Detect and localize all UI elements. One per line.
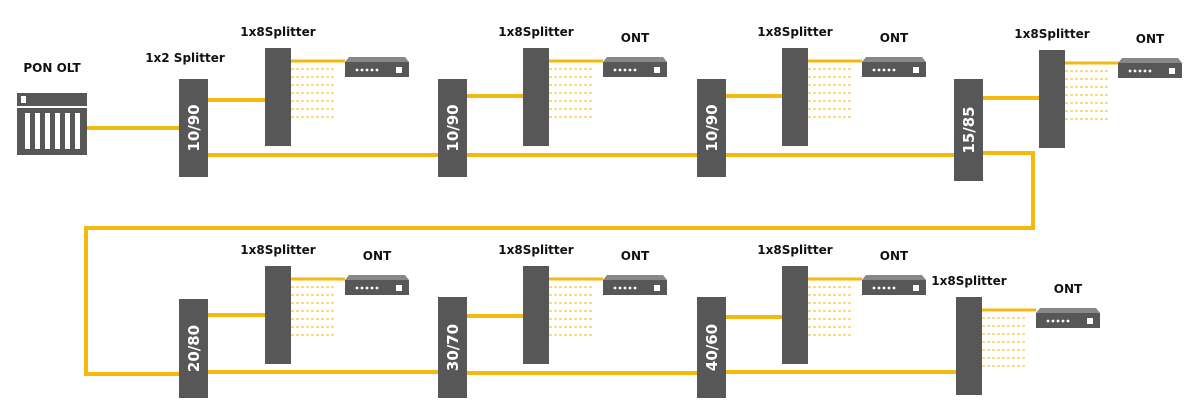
ont: ONT	[345, 249, 409, 295]
fiber-loop-return	[84, 151, 1035, 376]
splitter-1x8-block	[782, 48, 808, 146]
tap-splitter-block	[697, 297, 726, 398]
ont: ONT	[1118, 32, 1182, 78]
ont-label: ONT	[880, 31, 909, 45]
splitter-1x8-block	[782, 266, 808, 364]
splitter-1x8-label: 1x8Splitter	[240, 25, 316, 39]
ont-label: ONT	[1054, 282, 1083, 296]
ont: ONT	[862, 31, 926, 77]
ont-device-icon	[862, 275, 926, 295]
fiber-links	[84, 94, 1041, 376]
splitter-1x8-label: 1x8Splitter	[757, 25, 833, 39]
tap-splitter-block	[179, 299, 208, 398]
main-splitter-block	[179, 79, 208, 177]
ont-device-icon	[603, 57, 667, 77]
tap-ratio-label: 20/80	[185, 325, 203, 372]
splitter-1x8-block	[956, 297, 982, 395]
splitter-1x8: 1x8Splitter	[240, 25, 345, 146]
tap-splitter-block	[697, 79, 726, 177]
splitter-1x8-block	[1039, 50, 1065, 148]
splitter-1x8: 1x8Splitter	[1014, 27, 1119, 148]
splitter-1x8: 1x8Splitter	[757, 25, 862, 146]
splitter-1x8-label: 1x8Splitter	[757, 243, 833, 257]
main-splitter-ratio: 10/90	[185, 104, 203, 151]
tap-ratio-label: 30/70	[444, 324, 462, 371]
ont-label: ONT	[880, 249, 909, 263]
ont-label: ONT	[621, 31, 650, 45]
tap-splitter: 10/90	[438, 79, 467, 177]
ont-device-icon	[345, 57, 409, 77]
splitter-1x8-label: 1x8Splitter	[240, 243, 316, 257]
ont: ONT	[603, 249, 667, 295]
splitter-1x8-label: 1x8Splitter	[498, 25, 574, 39]
splitter-1x8: 1x8Splitter	[240, 243, 345, 364]
olt-chassis-icon	[17, 93, 87, 155]
ont-device-icon	[862, 57, 926, 77]
tap-splitter-block	[438, 79, 467, 177]
splitter-1x8: 1x8Splitter	[931, 274, 1036, 395]
ont-device-icon	[1036, 308, 1100, 328]
ont-label: ONT	[621, 249, 650, 263]
main-splitter: 1x2 Splitter 10/90	[145, 51, 225, 177]
ont-label: ONT	[363, 249, 392, 263]
splitter-1x8-block	[265, 48, 291, 146]
tap-splitter-block	[954, 79, 983, 181]
splitter-1x8-label: 1x8Splitter	[498, 243, 574, 257]
ont-device-icon	[1118, 58, 1182, 78]
ont-label: ONT	[1136, 32, 1165, 46]
pon-olt: PON OLT	[17, 61, 87, 155]
splitter-1x8-block	[523, 266, 549, 364]
tap-splitter: 30/70	[438, 297, 467, 398]
tap-ratio-label: 15/85	[960, 106, 978, 153]
tap-splitter: 10/90	[697, 79, 726, 177]
splitter-1x8-label: 1x8Splitter	[931, 274, 1007, 288]
splitter-1x8: 1x8Splitter	[498, 25, 603, 146]
tap-ratio-label: 10/90	[444, 104, 462, 151]
ont: ONT	[862, 249, 926, 295]
ont-device-icon	[345, 275, 409, 295]
tap-ratio-label: 40/60	[703, 324, 721, 371]
splitter-1x8: 1x8Splitter	[757, 243, 862, 364]
tap-splitter: 15/85	[954, 79, 983, 181]
tap-splitter: 40/60	[697, 297, 726, 398]
ont: ONT	[603, 31, 667, 77]
ont: ONT	[1036, 282, 1100, 328]
splitter-1x8: 1x8Splitter	[498, 243, 603, 364]
main-splitter-label: 1x2 Splitter	[145, 51, 225, 65]
splitter-1x8-block	[265, 266, 291, 364]
olt-label: PON OLT	[23, 61, 81, 75]
splitter-1x8-label: 1x8Splitter	[1014, 27, 1090, 41]
splitter-1x8-block	[523, 48, 549, 146]
tap-splitter-block	[438, 297, 467, 398]
ont	[345, 57, 409, 77]
tap-splitter: 20/80	[179, 299, 208, 398]
ont-device-icon	[603, 275, 667, 295]
tap-ratio-label: 10/90	[703, 104, 721, 151]
